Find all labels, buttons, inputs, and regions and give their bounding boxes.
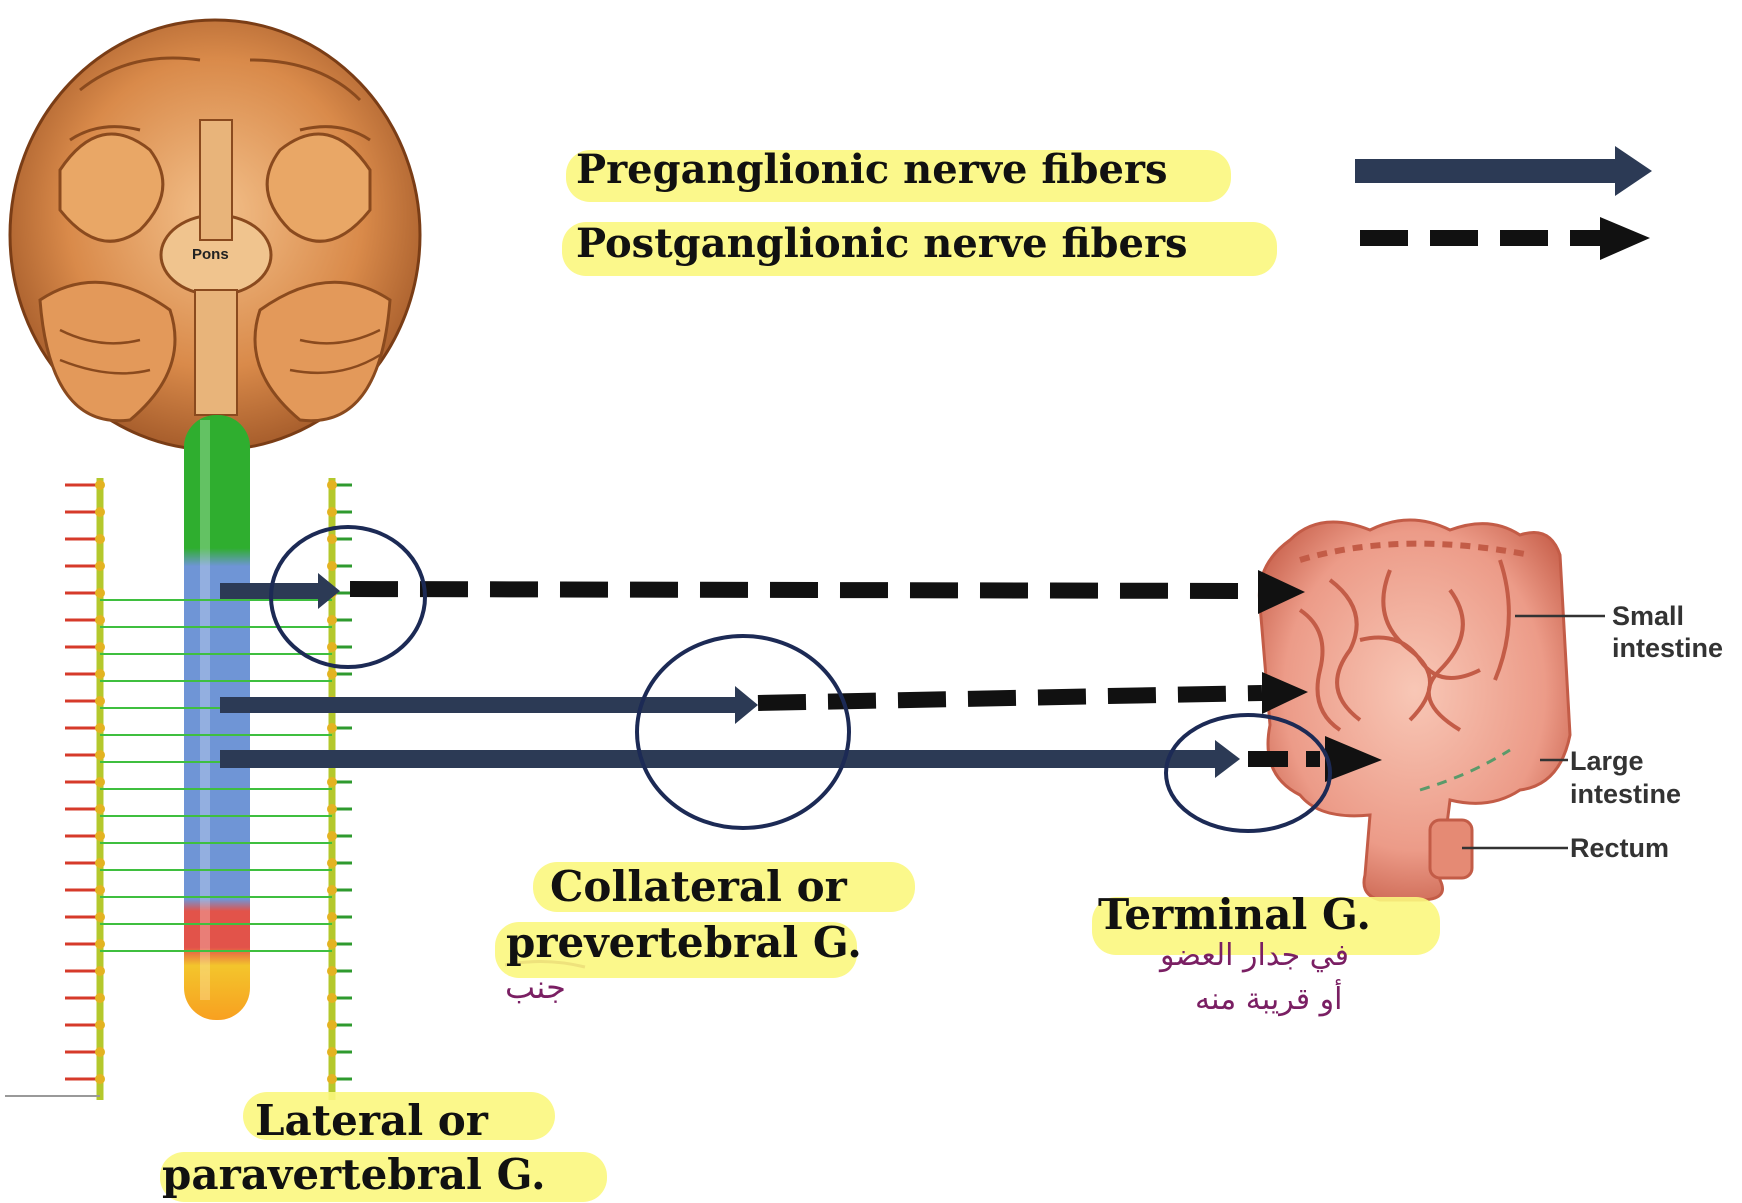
chain-ganglion <box>95 1074 105 1084</box>
chain-ganglion <box>327 939 337 949</box>
chain-ganglion <box>95 885 105 895</box>
chain-ganglion <box>327 1074 337 1084</box>
legend-post-arrow <box>1360 217 1650 260</box>
legend-post-label: Postganglionic nerve fibers <box>576 220 1188 267</box>
chain-ganglion <box>327 804 337 814</box>
chain-ganglion <box>327 534 337 544</box>
collateral-ganglion-label-line2: prevertebral G. <box>506 918 862 967</box>
prevertebral-ganglion-circle <box>637 636 849 828</box>
legend-pre-arrow <box>1355 146 1652 196</box>
chain-ganglion <box>95 912 105 922</box>
rectum-label: Rectum <box>1570 832 1669 864</box>
large-intestine-label-2: intestine <box>1570 778 1681 810</box>
terminal-ganglion-label: Terminal G. <box>1098 890 1371 939</box>
chain-ganglion <box>95 669 105 679</box>
small-intestine-label-2: intestine <box>1612 632 1723 664</box>
chain-ganglion <box>95 939 105 949</box>
chain-ganglion <box>327 669 337 679</box>
chain-ganglion <box>327 885 337 895</box>
chain-ganglion <box>95 993 105 1003</box>
chain-ganglion <box>95 966 105 976</box>
brain-illustration <box>10 20 420 450</box>
chain-ganglion <box>95 750 105 760</box>
chain-ganglion <box>95 831 105 841</box>
chain-ganglion <box>327 912 337 922</box>
lateral-ganglion-label-line2: paravertebral G. <box>162 1150 546 1199</box>
small-intestine-label-1: Small <box>1612 600 1684 632</box>
chain-ganglion <box>95 1020 105 1030</box>
chain-ganglion <box>327 615 337 625</box>
spinal-cord <box>184 415 250 1020</box>
handwritten-note-terminal-1: في جدار العضو <box>1160 938 1349 973</box>
chain-ganglion <box>327 642 337 652</box>
legend-pre-label: Preganglionic nerve fibers <box>576 146 1167 193</box>
chain-ganglion <box>95 804 105 814</box>
lateral-ganglion-label-line1: Lateral or <box>255 1096 488 1145</box>
large-intestine-label-1: Large <box>1570 745 1644 777</box>
chain-ganglion <box>327 1020 337 1030</box>
chain-ganglion <box>95 858 105 868</box>
chain-ganglion <box>327 561 337 571</box>
handwritten-note-collateral: جنب <box>505 968 566 1006</box>
pathway-terminal <box>220 736 1382 782</box>
chain-ganglion <box>327 480 337 490</box>
sympathetic-chain-left <box>65 478 105 1100</box>
chain-ganglion <box>327 507 337 517</box>
pons-label: Pons <box>192 246 229 263</box>
chain-ganglion <box>95 1047 105 1057</box>
pathway-prevertebral <box>220 672 1308 724</box>
chain-ganglion <box>95 615 105 625</box>
handwritten-note-terminal-2: أو قريبة منه <box>1195 982 1342 1017</box>
chain-ganglion <box>327 831 337 841</box>
intestine-illustration <box>1259 520 1605 900</box>
chain-ganglion <box>327 993 337 1003</box>
chain-ganglion <box>327 966 337 976</box>
chain-ganglion <box>95 588 105 598</box>
chain-ganglion <box>327 1047 337 1057</box>
chain-ganglion <box>95 777 105 787</box>
chain-ganglion <box>327 858 337 868</box>
chain-ganglion <box>95 480 105 490</box>
chain-ganglion <box>95 561 105 571</box>
chain-ganglion <box>95 723 105 733</box>
pathway-paravertebral <box>220 570 1305 614</box>
chain-ganglion <box>327 723 337 733</box>
chain-ganglion <box>95 534 105 544</box>
chain-ganglion <box>95 696 105 706</box>
chain-ganglion <box>95 507 105 517</box>
chain-ganglion <box>95 642 105 652</box>
collateral-ganglion-label-line1: Collateral or <box>550 862 847 911</box>
chain-ganglion <box>327 777 337 787</box>
